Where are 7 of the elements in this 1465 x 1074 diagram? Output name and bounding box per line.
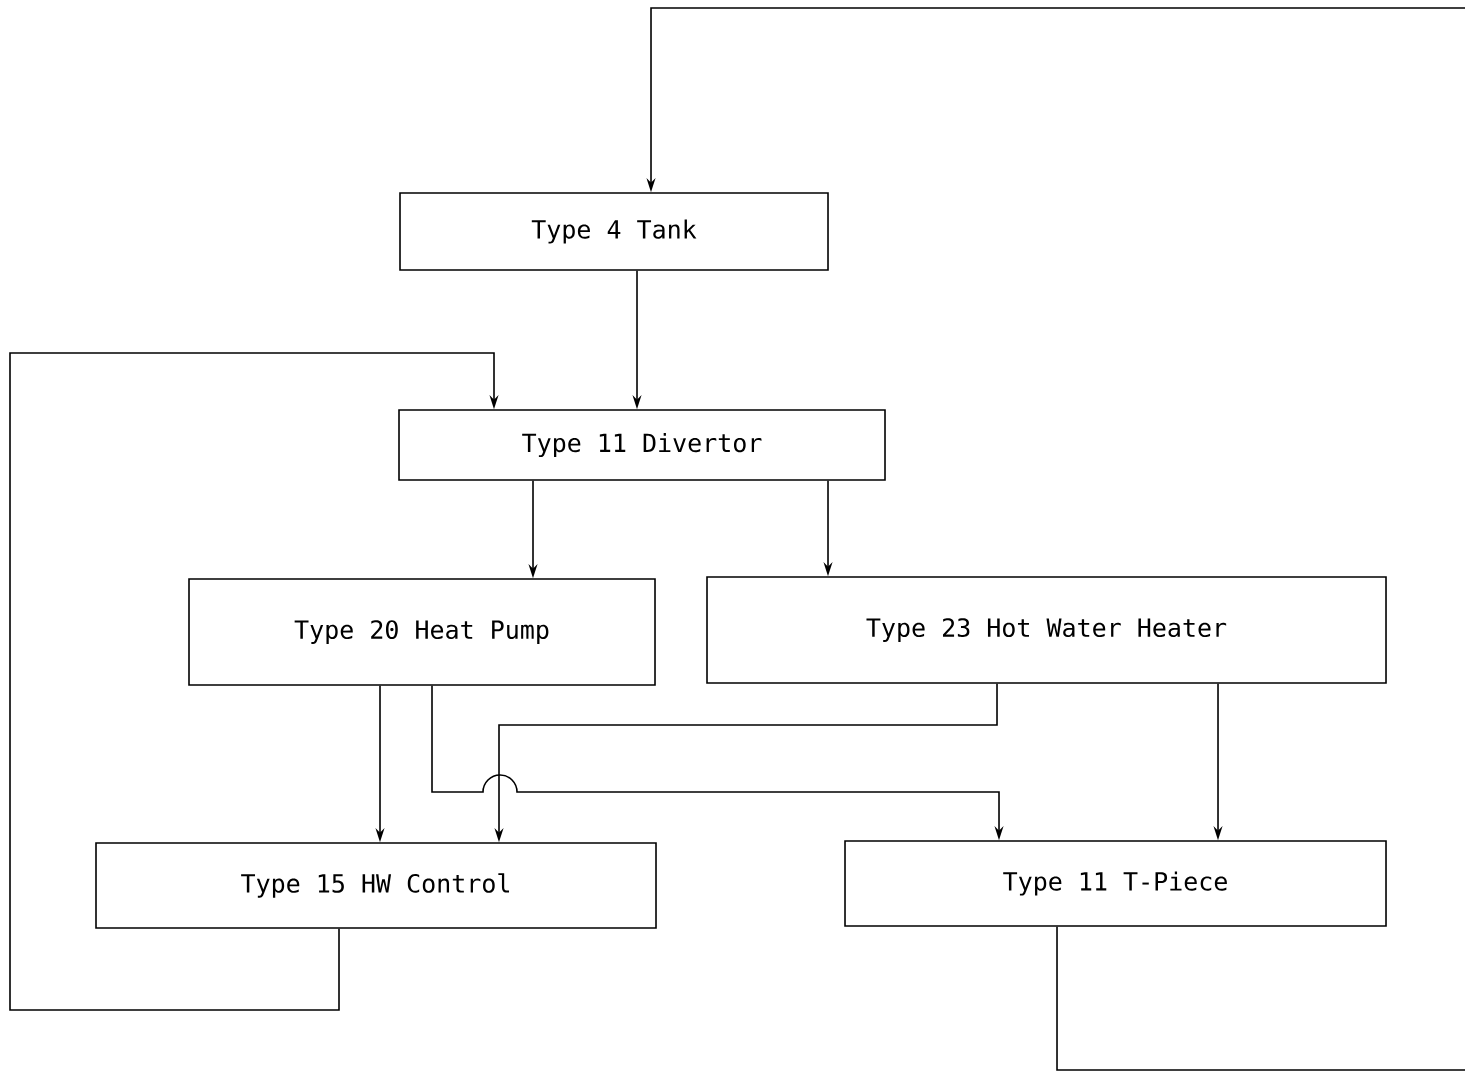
process-box: Type 23 Hot Water Heater xyxy=(706,576,1387,684)
arrow xyxy=(9,352,499,1011)
process-box: Type 11 Divertor xyxy=(398,409,886,481)
process-box: Type 11 T-Piece xyxy=(844,840,1387,927)
process-box: Type 20 Heat Pump xyxy=(188,578,656,686)
process-box: Type 4 Tank xyxy=(399,192,829,271)
process-box: Type 15 HW Control xyxy=(95,842,657,929)
